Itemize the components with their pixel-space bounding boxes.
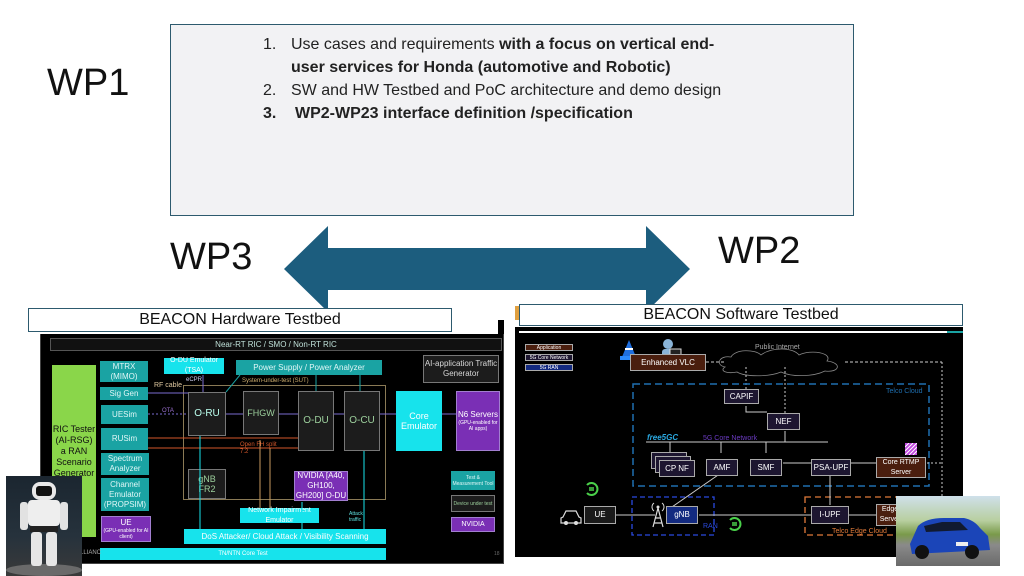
public-internet-label: Public Internet — [755, 344, 800, 351]
n6-sublabel: (GPU-enabled for AI apps) — [458, 420, 498, 432]
hw-links — [148, 374, 456, 529]
smf-box: SMF — [750, 459, 782, 476]
ai-traffic-generator-box: AI-application Traffic Generator — [423, 355, 499, 383]
attack-traffic-label: Attack traffic — [349, 511, 363, 523]
sut-frame — [183, 385, 386, 500]
wp1-label: WP1 — [47, 62, 130, 104]
free5gc-logo: free5GC — [647, 433, 679, 442]
ran-label: RAN — [703, 523, 718, 530]
robot-icon — [6, 482, 82, 576]
legend-application: Application — [525, 344, 573, 351]
nef-box: NEF — [767, 413, 800, 430]
item-text-bold: with a focus on vertical end-user servic… — [291, 36, 715, 76]
channel-emulator-box: Channel Emulator (PROPSIM) — [101, 478, 149, 511]
ric-tester-box: RIC Tester (AI-RSG) a RAN Scenario Gener… — [52, 365, 96, 537]
sut-label: System-under-test (SUT) — [242, 378, 309, 384]
sw-panel-accent — [515, 306, 519, 320]
item-number: 3. — [263, 105, 277, 122]
core-rtmp-server-box: Core RTMP Server — [876, 457, 926, 478]
unisim-logo-icon — [586, 482, 599, 496]
telco-edge-frame — [804, 496, 916, 536]
telco-edge-cloud-label: Telco Edge Cloud — [832, 528, 887, 535]
odu-box: O-DU — [298, 391, 334, 451]
ecpri-label: eCPRI — [186, 377, 204, 383]
wp1-item-list: 1. Use cases and requirements with a foc… — [263, 33, 743, 125]
double-arrow-icon — [284, 226, 690, 312]
cp-nf-box: CP NF — [659, 460, 695, 477]
legend-5g-ran: 5G RAN — [525, 364, 573, 371]
blue-car-icon — [910, 518, 990, 559]
tn-ntn-bar: TN/NTN Core Test — [100, 548, 386, 560]
telco-cloud-label: Telco Cloud — [886, 388, 923, 395]
item-number: 2. — [263, 82, 277, 99]
robot-photo — [6, 476, 82, 576]
ffmpeg-logo-icon — [905, 443, 917, 455]
legend-test-measurement: Test & Measurement Tool — [451, 471, 495, 490]
wp3-label: WP3 — [170, 236, 253, 278]
capif-to-nef-line — [745, 406, 767, 413]
telco-cloud-frame — [632, 383, 930, 487]
ric-bar: Near-RT RIC / SMO / Non-RT RIC — [50, 338, 502, 351]
hardware-testbed-title: BEACON Hardware Testbed — [28, 308, 452, 332]
uesim-box: UESim — [101, 405, 148, 424]
hw-connection-lines — [148, 374, 456, 529]
legend-nvidia: NVIDIA — [451, 517, 495, 532]
power-supply-box: Power Supply / Power Analyzer — [236, 360, 382, 375]
core-emulator-box: Core Emulator — [396, 391, 442, 451]
car-photo — [896, 496, 1000, 566]
rusim-box: RUSim — [101, 428, 148, 450]
wp1-item: 3. WP2-WP23 interface definition /specif… — [263, 102, 743, 125]
ran-frame — [631, 496, 715, 536]
mtrx-box: MTRX (MIMO) — [100, 361, 148, 382]
psa-upf-box: PSA-UPF — [811, 459, 851, 476]
page-number: 18 — [494, 551, 500, 557]
capif-box: CAPIF — [724, 389, 759, 404]
n6-servers-box: N6 Servers (GPU-enabled for AI apps) — [456, 391, 500, 451]
power-to-oru-line — [225, 374, 241, 393]
core-network-label: 5G Core Network — [703, 435, 758, 442]
wp1-description-box: 1. Use cases and requirements with a foc… — [170, 24, 854, 216]
nvidia-odu-box: NVIDIA [A40, GH100, GH200] O-DU — [294, 471, 348, 501]
unisim-logo-icon-2 — [729, 517, 742, 531]
public-internet-cloud-icon — [718, 348, 838, 377]
ota-label: OTA — [162, 408, 174, 414]
ue-sublabel: (GPU-enabled for AI client) — [103, 528, 149, 540]
oru-box: O-RU — [188, 392, 226, 436]
wp1-item: 2. SW and HW Testbed and PoC architectur… — [263, 79, 743, 102]
ue-label: UE — [120, 518, 132, 527]
network-impairment-box: Network Impairment Emulator — [240, 507, 319, 524]
gnb-fr2-box: gNB FR2 — [188, 469, 226, 499]
item-number: 1. — [263, 36, 277, 53]
footer-brand: LLIANC — [80, 550, 102, 556]
ocu-box: O-CU — [344, 391, 380, 451]
amf-box: AMF — [706, 459, 738, 476]
amf-to-gnb-line — [668, 472, 722, 510]
n6-label: N6 Servers — [457, 410, 498, 419]
fhgw-box: FHGW — [243, 391, 279, 435]
spectrum-analyzer-box: Spectrum Analyzer — [101, 453, 149, 475]
cell-tower-icon — [651, 502, 665, 528]
car-icon — [560, 510, 582, 525]
sw-ue-box: UE — [584, 506, 616, 524]
legend-5g-core: 5G Core Network — [525, 354, 573, 361]
item-text: Use cases and requirements — [291, 36, 500, 53]
open-fh-label: Open FH split 7.2 — [240, 442, 277, 455]
wp1-item: 1. Use cases and requirements with a foc… — [263, 33, 743, 79]
i-upf-box: I-UPF — [811, 506, 849, 524]
sw-gnb-box: gNB — [666, 506, 698, 524]
item-text: SW and HW Testbed and PoC architecture a… — [291, 82, 722, 99]
sig-gen-box: Sig Gen — [100, 387, 148, 400]
rf-cable-label: RF cable — [154, 382, 183, 389]
legend-device-under-test: Device under test — [451, 495, 495, 512]
vlc-cone-icon — [620, 340, 638, 360]
item-text-bold: WP2-WP23 interface definition /specifica… — [295, 105, 633, 122]
wp2-label: WP2 — [718, 230, 801, 272]
dos-attacker-bar: DoS Attacker/ Cloud Attack / Visibility … — [184, 529, 386, 544]
sw-panel-divider — [519, 331, 963, 333]
enhanced-vlc-box: Enhanced VLC — [630, 354, 706, 371]
odu-emulator-box: O-DU Emulator (TSA) — [164, 357, 224, 374]
software-testbed-title: BEACON Software Testbed — [519, 304, 963, 326]
ue-box: UE (GPU-enabled for AI client) — [101, 516, 151, 542]
